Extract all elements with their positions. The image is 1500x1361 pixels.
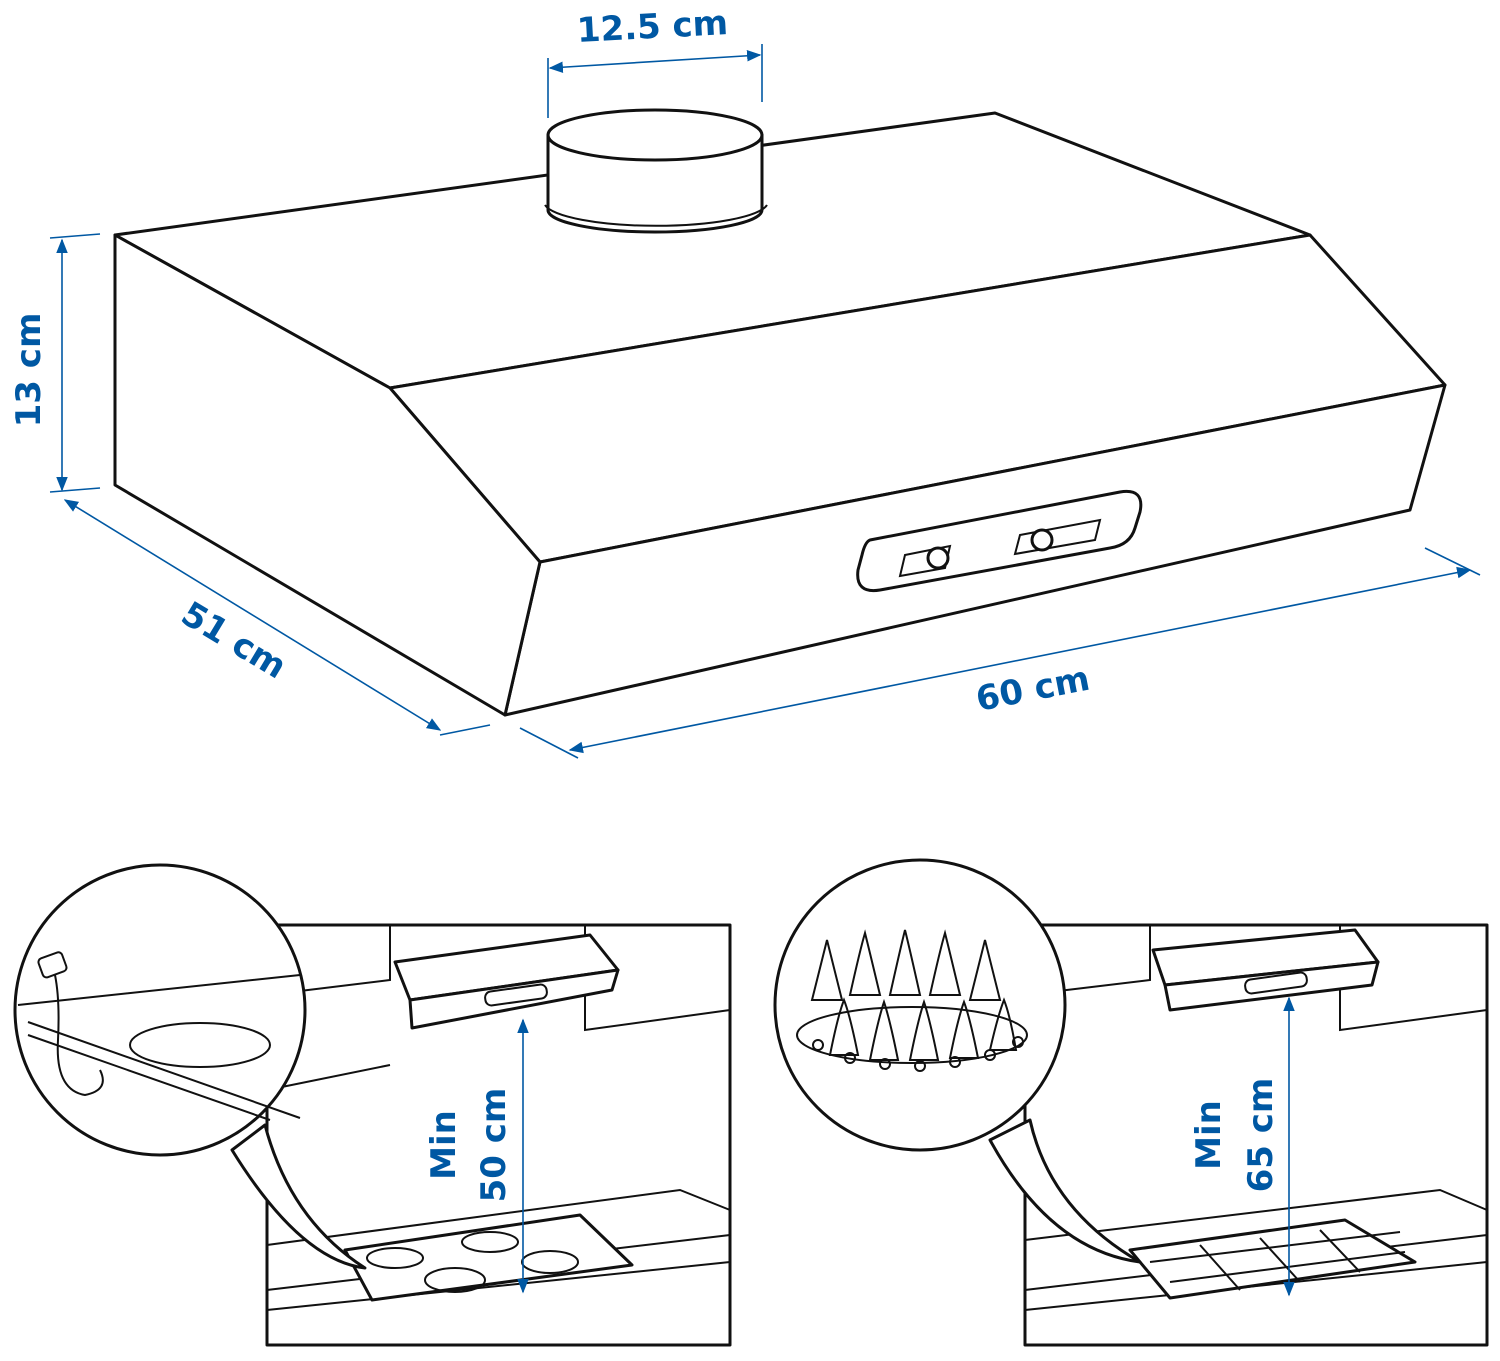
light-switch [926,546,950,570]
duct-collar [544,108,768,234]
flame-icon [796,929,1028,1072]
range-hood [113,108,1447,717]
electric-hob-installation: Min 50 cm [13,863,732,1347]
detail-callout-plug [13,863,307,1157]
width-label: 60 cm [973,659,1093,720]
electric-min-word: Min [424,1110,464,1180]
duct-diameter-label: 12.5 cm [576,3,729,51]
gas-hob-installation: Min 65 cm [773,858,1489,1347]
depth-label: 51 cm [174,594,293,687]
dimension-height: 13 cm [9,233,101,493]
gas-min-word: Min [1189,1100,1229,1170]
fan-switch [1030,528,1054,552]
power-cord-icon [54,974,104,1097]
height-label: 13 cm [9,313,49,428]
detail-callout-flame [773,858,1067,1152]
electric-min-value: 50 cm [474,1088,514,1203]
dimension-duct: 12.5 cm [547,3,763,118]
gas-min-value: 65 cm [1241,1078,1281,1193]
